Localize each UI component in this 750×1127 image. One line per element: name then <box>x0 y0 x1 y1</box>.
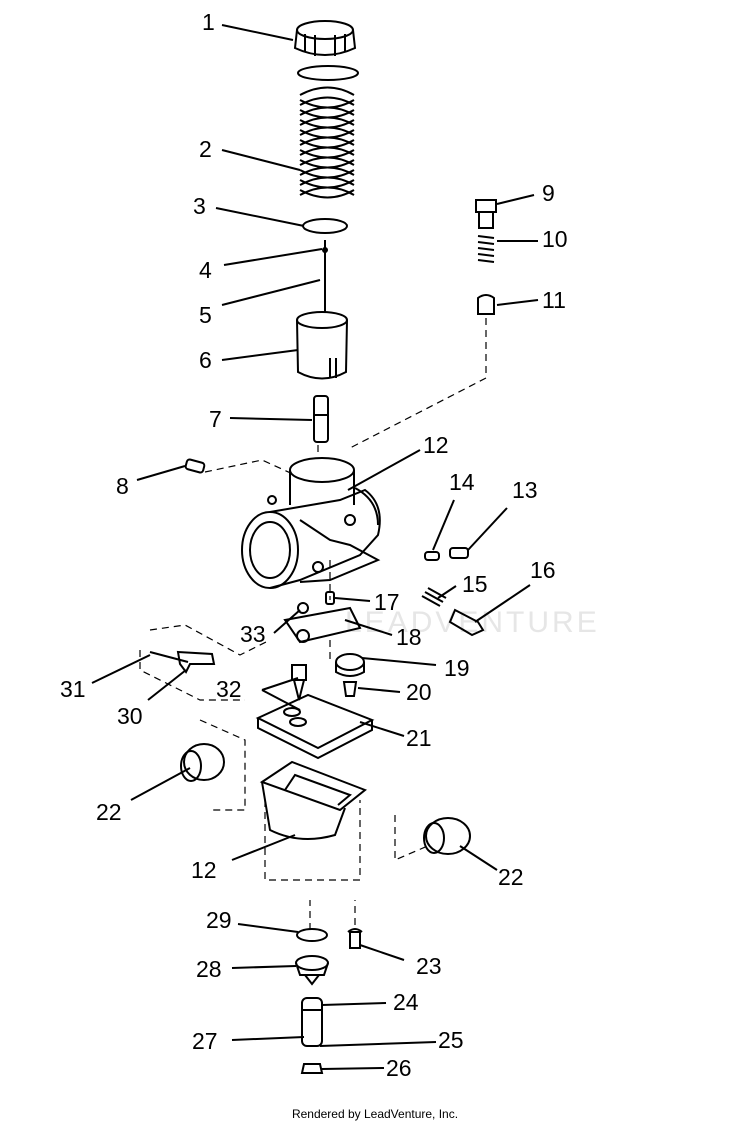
footer-credit: Rendered by LeadVenture, Inc. <box>291 1107 459 1121</box>
part-3-retainer <box>302 218 348 234</box>
part-32-main-jets <box>291 664 307 701</box>
callout-2: 2 <box>199 136 212 162</box>
callout-9: 9 <box>542 180 555 206</box>
part-13-14-pilot-screw <box>424 547 469 561</box>
callout-31: 31 <box>60 676 86 702</box>
part-15-16-idle-screw <box>421 587 485 637</box>
callout-29: 29 <box>206 907 232 933</box>
callout-14: 14 <box>449 469 475 495</box>
part-1-top-cap <box>293 20 359 81</box>
part-12-float-bowl <box>259 760 367 840</box>
callout-33: 33 <box>240 621 266 647</box>
part-24-29-drain-assembly <box>295 928 329 1074</box>
callout-15: 15 <box>462 571 488 597</box>
part-22-floats <box>180 743 471 855</box>
part-6-throttle-slide <box>296 311 348 380</box>
callout-30: 30 <box>117 703 143 729</box>
callout-26: 26 <box>386 1055 412 1081</box>
callout-23: 23 <box>416 953 442 979</box>
callout-28: 28 <box>196 956 222 982</box>
callout-22-left: 22 <box>96 799 122 825</box>
callout-10: 10 <box>542 226 568 252</box>
callout-21: 21 <box>406 725 432 751</box>
part-8-screw <box>184 458 206 474</box>
callout-19: 19 <box>444 655 470 681</box>
callout-20: 20 <box>406 679 432 705</box>
callout-4: 4 <box>199 257 212 283</box>
part-17-18-33-jet-plate <box>283 591 362 644</box>
callout-8: 8 <box>116 473 129 499</box>
callout-3: 3 <box>193 193 206 219</box>
part-2-spring <box>299 86 355 199</box>
callout-22-right: 22 <box>498 864 524 890</box>
callout-1: 1 <box>202 9 215 35</box>
part-4-5-needle <box>322 240 328 312</box>
callout-25: 25 <box>438 1027 464 1053</box>
callout-18: 18 <box>396 624 422 650</box>
callout-12-lower: 12 <box>191 857 217 883</box>
part-19-20-float-valve <box>335 653 365 697</box>
callout-5: 5 <box>199 302 212 328</box>
part-21-float <box>255 693 375 760</box>
part-12-carburetor-body <box>241 457 381 589</box>
callout-11: 11 <box>542 287 566 313</box>
part-23-drain-screw <box>347 928 363 949</box>
callout-12-upper: 12 <box>423 432 449 458</box>
part-7-needle-jet <box>313 395 329 443</box>
callout-27: 27 <box>192 1028 218 1054</box>
callout-24: 24 <box>393 989 419 1015</box>
callout-numbers: 1 2 3 4 5 6 7 8 9 10 11 12 13 14 15 16 1… <box>60 9 568 1081</box>
part-9-10-11-air-screw <box>475 199 497 315</box>
callout-6: 6 <box>199 347 212 373</box>
callout-13: 13 <box>512 477 538 503</box>
part-30-31-clip <box>149 650 216 674</box>
callout-leader-lines <box>91 24 539 1070</box>
callout-7: 7 <box>209 406 222 432</box>
callout-32: 32 <box>216 676 242 702</box>
callout-17: 17 <box>374 589 400 615</box>
callout-16: 16 <box>530 557 556 583</box>
